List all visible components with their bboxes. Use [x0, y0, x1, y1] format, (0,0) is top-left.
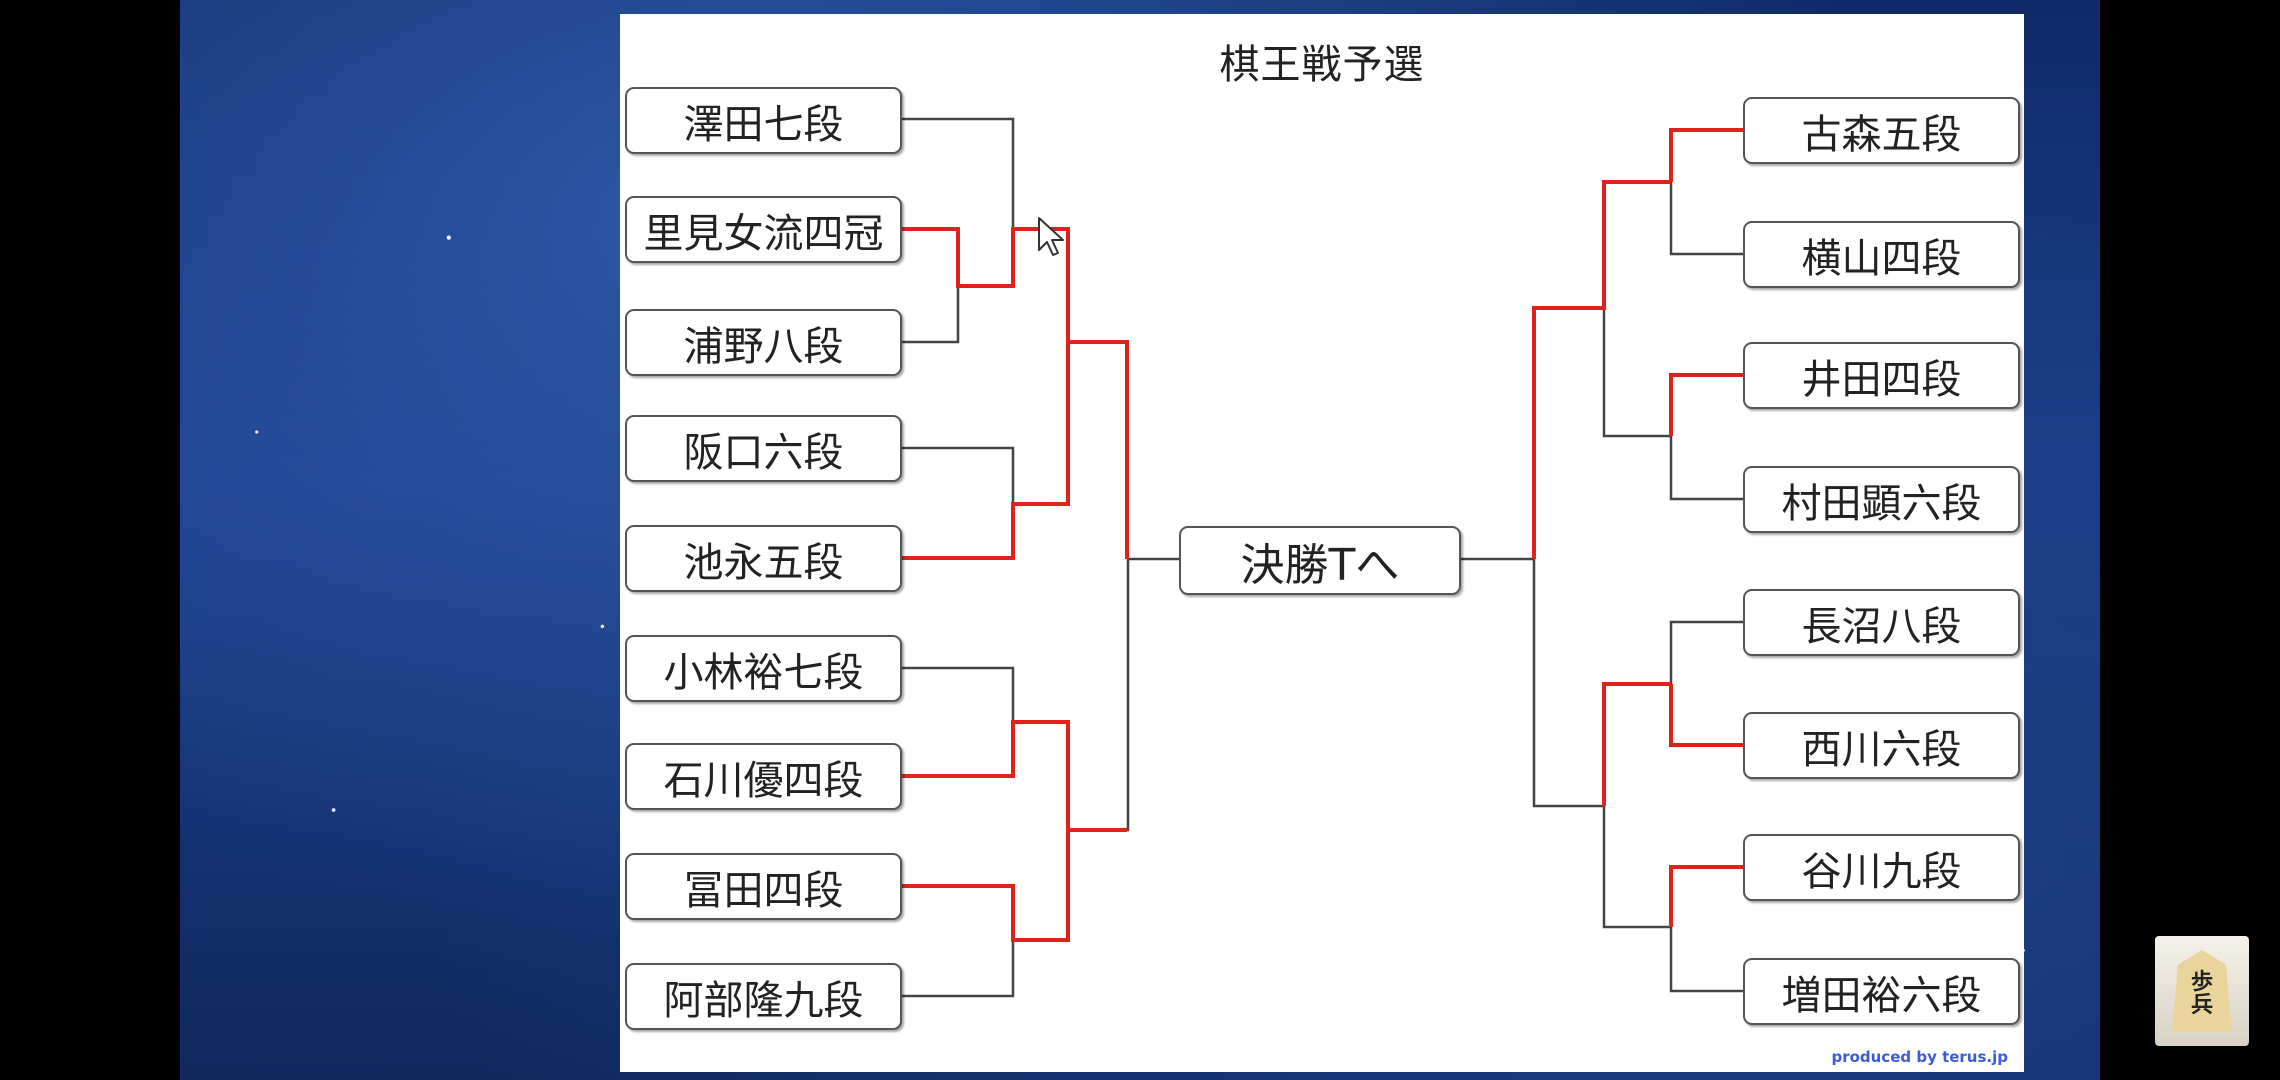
player-left-6: 小林裕七段 [625, 635, 902, 702]
line-left-kobayashi [897, 666, 1015, 722]
line-left-ishikawa [897, 720, 1127, 832]
video-frame: 棋王戦予選 [180, 0, 2100, 1080]
line-right-komori [1669, 128, 1748, 182]
line-left-r1-urano [897, 281, 960, 344]
player-right-2: 横山四段 [1743, 221, 2020, 288]
player-left-7: 石川優四段 [625, 743, 902, 810]
bracket-title: 棋王戦予選 [1219, 42, 1425, 88]
line-right-ida [1669, 373, 1748, 436]
line-right-naganuma [1669, 620, 1748, 684]
player-right-4: 村田顕六段 [1743, 466, 2020, 533]
line-left-satomi [897, 227, 1070, 342]
credit-text: produced by terus.jp [1831, 1048, 2008, 1066]
koma-char-top: 歩 [2190, 968, 2213, 995]
player-right-8: 増田裕六段 [1743, 958, 2020, 1025]
player-left-2: 里見女流四冠 [625, 196, 902, 263]
loser-lines [897, 117, 1748, 998]
line-left-r1-top [897, 117, 1015, 244]
player-left-5: 池永五段 [625, 525, 902, 592]
line-right-murata [1669, 436, 1748, 501]
winner-lines [897, 128, 1748, 942]
player-right-3: 井田四段 [1743, 342, 2020, 409]
line-left-ikenaga [897, 340, 1129, 560]
player-left-9: 阿部隆九段 [625, 963, 902, 1030]
line-right-semi-top [1602, 308, 1671, 438]
line-right-semi-bottom [1602, 806, 1671, 929]
player-left-3: 浦野八段 [625, 309, 902, 376]
shogi-piece-icon: 歩 兵 [2155, 936, 2249, 1046]
final-tournament-box: 決勝Tへ [1179, 526, 1461, 595]
player-left-1: 澤田七段 [625, 87, 902, 154]
line-right-top-win [1532, 180, 1671, 559]
player-left-4: 阪口六段 [625, 415, 902, 482]
line-left-sakaguchi [897, 446, 1015, 504]
line-right-final [1461, 557, 1604, 808]
line-right-semi-win [1602, 682, 1671, 806]
player-right-1: 古森五段 [1743, 97, 2020, 164]
player-right-6: 西川六段 [1743, 712, 2020, 779]
player-left-8: 冨田四段 [625, 853, 902, 920]
player-right-5: 長沼八段 [1743, 589, 2020, 656]
line-left-abe [897, 940, 1015, 998]
line-left-final [1126, 557, 1179, 832]
tournament-bracket: 棋王戦予選 [620, 14, 2024, 1072]
line-left-tomita [897, 830, 1070, 942]
line-right-masuda [1669, 927, 1748, 993]
line-right-tanigawa [1669, 865, 1748, 927]
shogi-piece-face: 歩 兵 [2172, 950, 2232, 1032]
mouse-cursor-icon [1038, 217, 1064, 256]
line-right-nishikawa [1669, 684, 1748, 747]
bracket-lines [897, 117, 1748, 998]
line-right-yokoyama [1669, 182, 1748, 256]
line-right-komori-win [1669, 128, 1748, 182]
player-right-7: 谷川九段 [1743, 834, 2020, 901]
koma-char-bottom: 兵 [2190, 992, 2213, 1018]
